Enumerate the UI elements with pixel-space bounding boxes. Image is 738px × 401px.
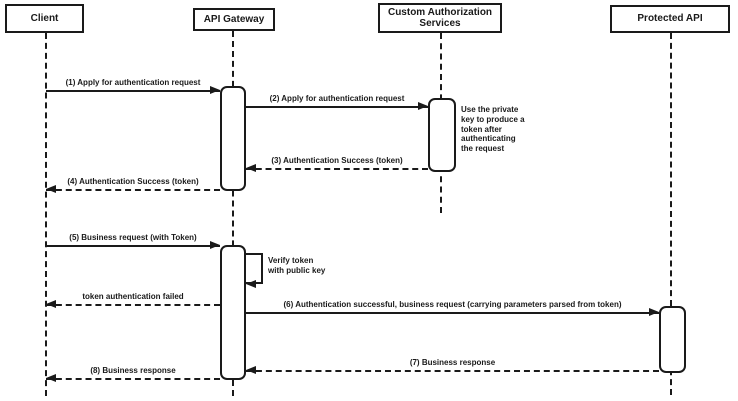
- activation-api-gateway-business: [220, 245, 246, 380]
- arrowhead-left-icon: [46, 185, 56, 193]
- actor-client-label: Client: [30, 12, 59, 24]
- message-token-auth-failed-label: token authentication failed: [82, 292, 184, 301]
- activation-protected-api: [659, 306, 686, 373]
- arrowhead-left-icon: [246, 164, 256, 172]
- message-line: [46, 378, 220, 380]
- activation-api-gateway-auth: [220, 86, 246, 191]
- message-line: [46, 304, 220, 306]
- arrowhead-right-icon: [210, 241, 220, 249]
- message-line: [46, 189, 220, 191]
- message-4-label: (4) Authentication Success (token): [67, 177, 199, 186]
- actor-protected-api: Protected API: [610, 5, 730, 33]
- actor-custom-authorization-services: Custom Authorization Services: [378, 3, 502, 33]
- actor-custom-authorization-services-label: Custom Authorization Services: [387, 6, 493, 30]
- message-6-label: (6) Authentication successful, business …: [283, 300, 622, 309]
- arrowhead-right-icon: [649, 308, 659, 316]
- self-message-verify-token-label: Verify token with public key: [268, 256, 326, 275]
- note-private-key: Use the private key to produce a token a…: [461, 105, 525, 153]
- arrowhead-left-icon: [246, 366, 256, 374]
- message-8-label: (8) Business response: [90, 366, 176, 375]
- message-line: [46, 245, 220, 247]
- message-line: [246, 312, 659, 314]
- message-7-label: (7) Business response: [409, 358, 496, 367]
- arrowhead-left-icon: [46, 300, 56, 308]
- arrowhead-left-icon: [46, 374, 56, 382]
- message-5-label: (5) Business request (with Token): [69, 233, 197, 242]
- self-message-verify-token: [246, 253, 263, 288]
- message-3-label: (3) Authentication Success (token): [271, 156, 403, 165]
- arrowhead-right-icon: [418, 102, 428, 110]
- arrowhead-left-icon: [246, 280, 256, 288]
- activation-custom-authorization-services: [428, 98, 456, 172]
- message-line: [246, 106, 428, 108]
- actor-api-gateway-label: API Gateway: [203, 13, 265, 25]
- arrowhead-right-icon: [210, 86, 220, 94]
- message-line: [246, 168, 428, 170]
- lifeline-client: [45, 33, 47, 396]
- actor-client: Client: [5, 4, 84, 33]
- message-line: [246, 370, 659, 372]
- message-line: [46, 90, 220, 92]
- lifeline-protected-api: [670, 33, 672, 395]
- actor-protected-api-label: Protected API: [637, 13, 703, 25]
- message-2-label: (2) Apply for authentication request: [269, 94, 405, 103]
- message-1-label: (1) Apply for authentication request: [65, 78, 201, 87]
- actor-api-gateway: API Gateway: [193, 8, 275, 31]
- lifeline-api-gateway: [232, 31, 234, 396]
